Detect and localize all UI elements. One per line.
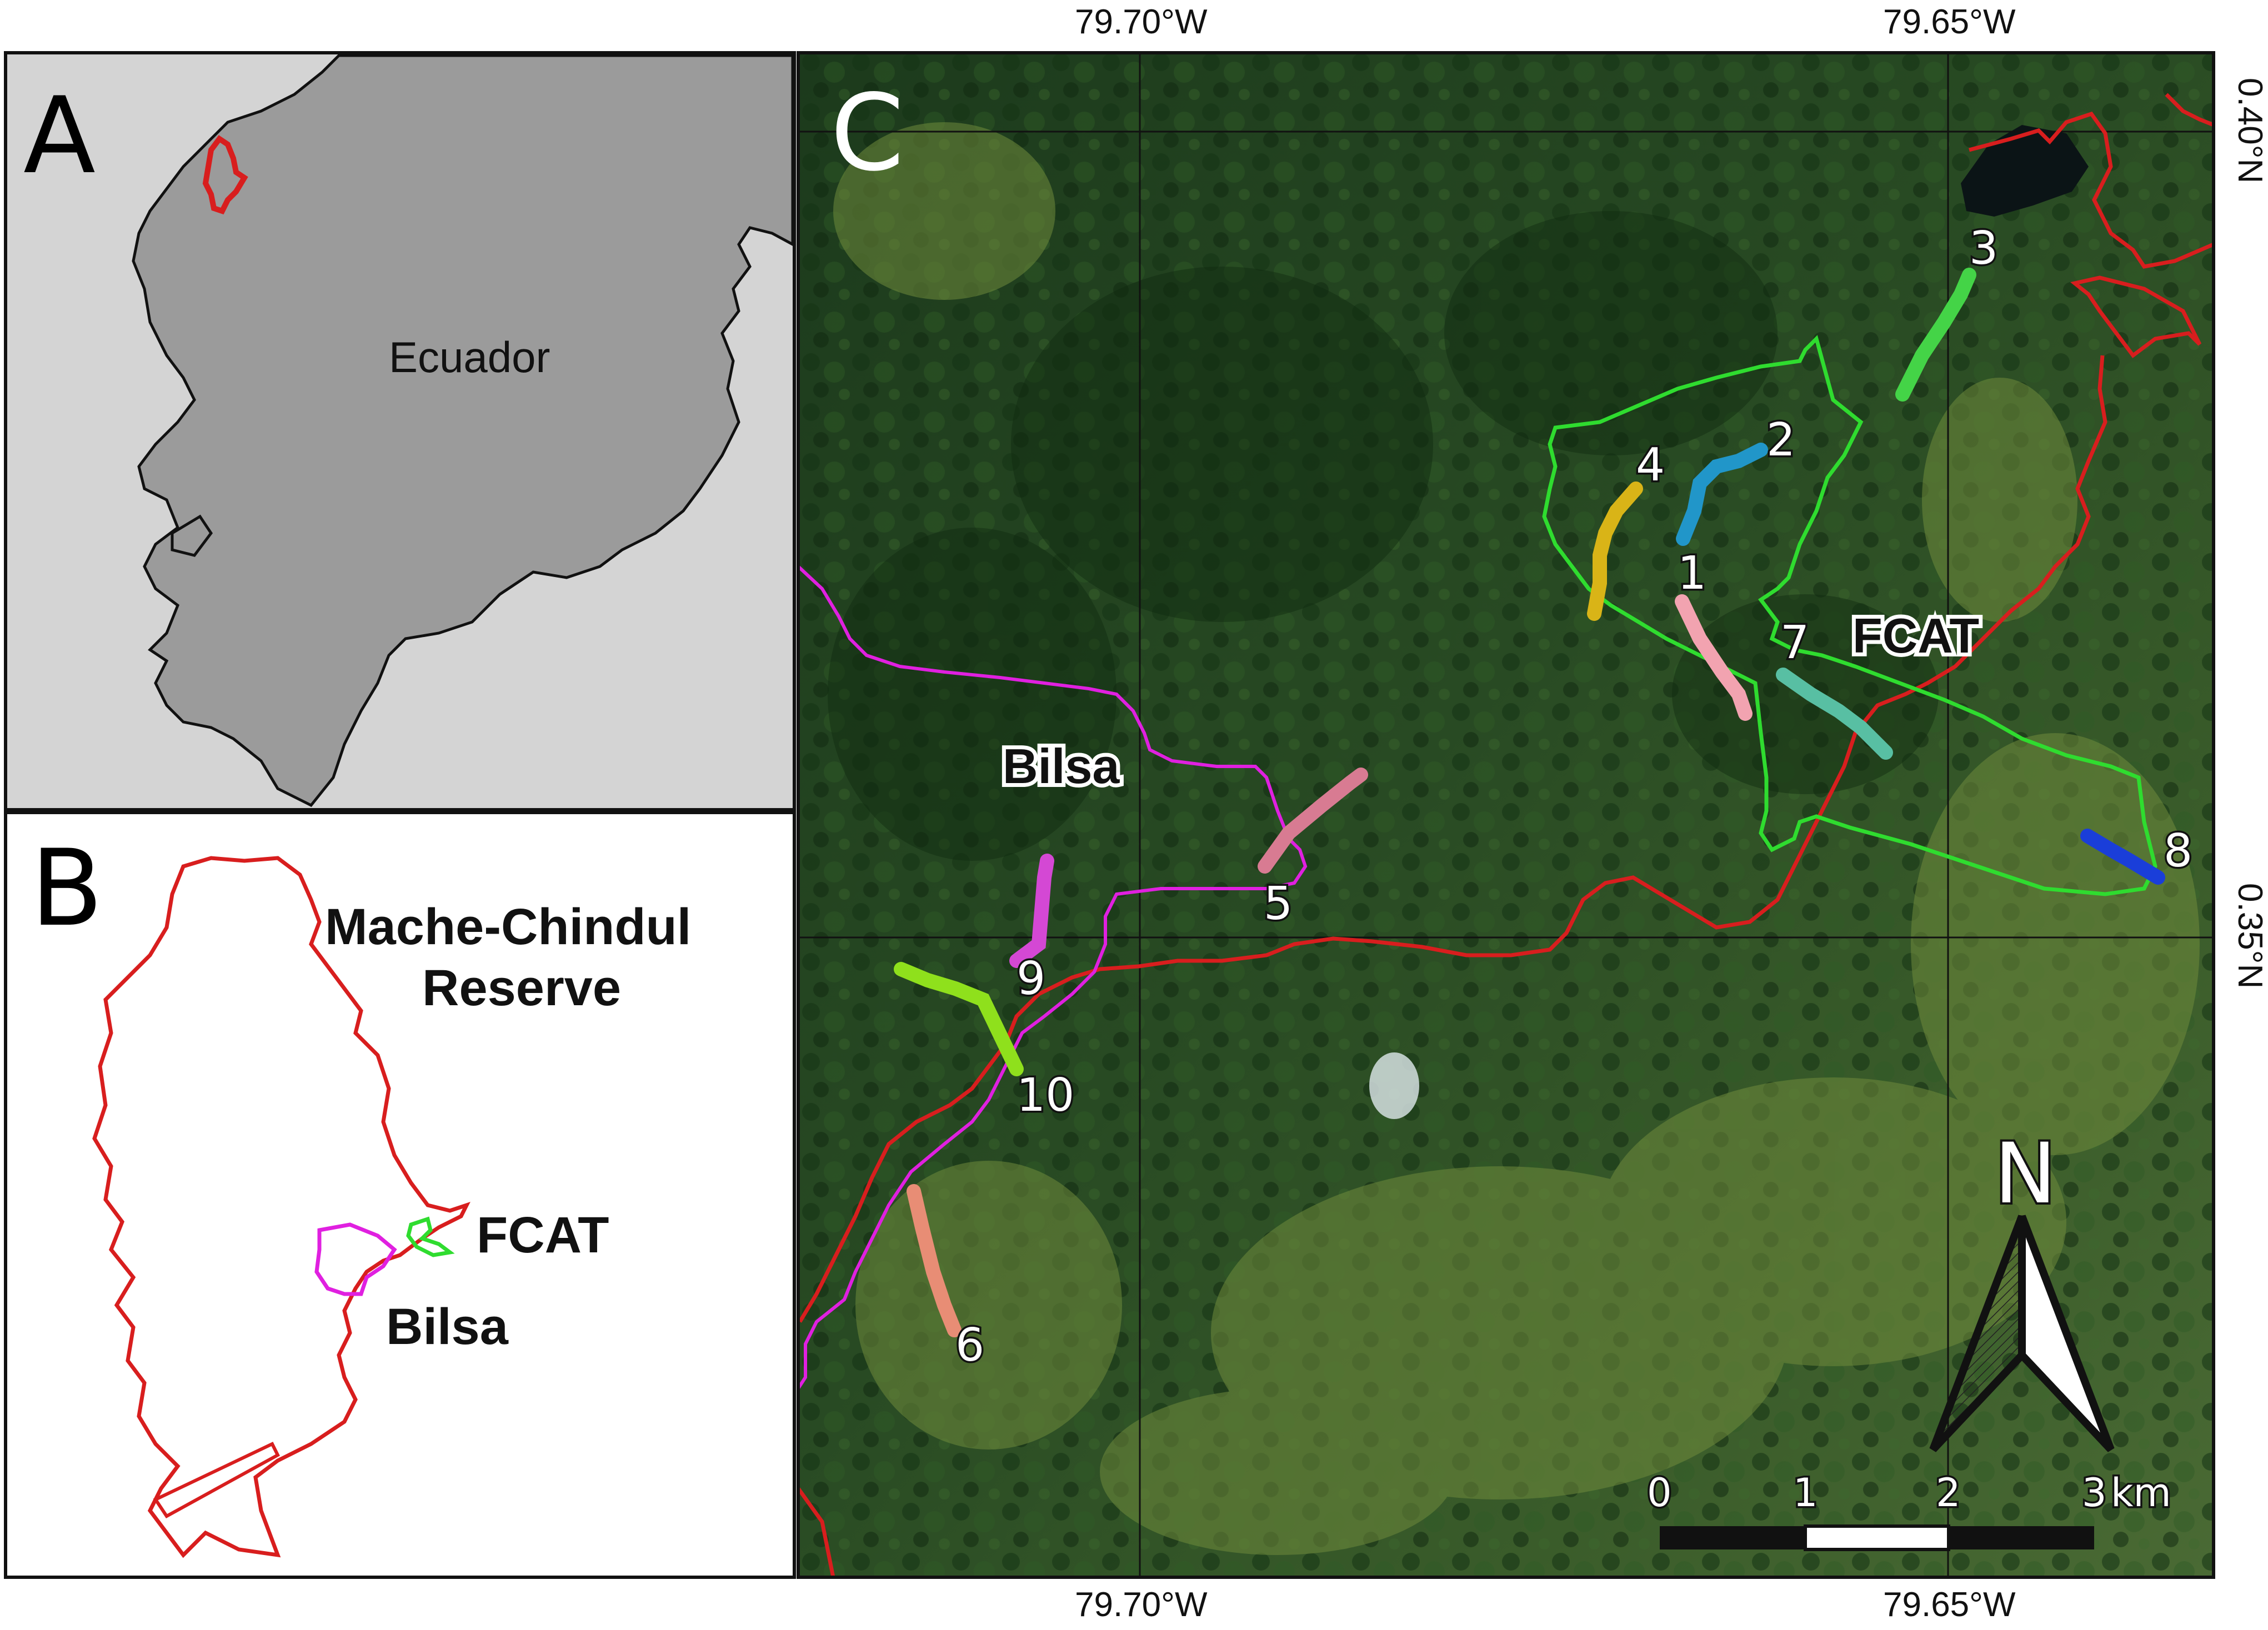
scale-tick-0: 0 <box>1647 1470 1672 1516</box>
ecuador-landmass <box>132 54 794 808</box>
reservoir <box>1961 125 2089 217</box>
transect-7 <box>1776 668 1893 760</box>
mache-chindul-locator <box>202 135 248 215</box>
north-arrow-label: N <box>1994 1126 2056 1222</box>
transect-label-10: 10 <box>1017 1069 1074 1122</box>
scale-tick-3: 3 <box>2082 1470 2107 1516</box>
bilsa-boundary-c <box>798 565 1308 1390</box>
panel-c-frame <box>797 51 2215 1579</box>
bilsa-boundary-b <box>314 1222 397 1296</box>
mache-chindul-strip <box>153 1442 280 1518</box>
gulf-island <box>171 514 213 557</box>
panel-c-letter: C <box>830 72 904 194</box>
cloud-patch <box>1369 1052 1419 1119</box>
top-lon-label-2: 79.65°W <box>1883 3 2016 41</box>
bilsa-label-c: Bilsa <box>1003 739 1120 794</box>
panel-c: 1 2 3 4 5 6 7 8 9 10 FCAT Bilsa C N 0 1 … <box>797 51 2215 1579</box>
panel-a-letter: A <box>23 74 96 197</box>
panel-b-letter: B <box>31 827 103 950</box>
transect-2 <box>1676 443 1768 546</box>
transect-label-8: 8 <box>2164 825 2192 877</box>
scale-segment-2 <box>1804 1524 1950 1551</box>
transect-8 <box>2080 829 2165 885</box>
scale-segment-1 <box>1660 1526 1805 1549</box>
scale-tick-1: 1 <box>1793 1470 1818 1516</box>
transect-label-4: 4 <box>1636 439 1665 491</box>
reserve-label-line2: Reserve <box>422 960 621 1016</box>
fcat-boundary-b <box>406 1216 455 1257</box>
top-lon-label-1: 79.70°W <box>1075 3 1208 41</box>
transect-label-5: 5 <box>1264 877 1293 930</box>
scale-tick-2: 2 <box>1936 1470 1961 1516</box>
bottom-lon-label-1: 79.70°W <box>1075 1586 1208 1624</box>
bottom-lon-label-2: 79.65°W <box>1883 1586 2016 1624</box>
transect-6 <box>907 1184 962 1337</box>
north-arrow-right-half <box>2018 1215 2115 1452</box>
panel-b-frame <box>4 811 796 1579</box>
coordinate-labels: 79.70°W 79.65°W 79.70°W 79.65°W 0.40°N 0… <box>1075 3 2268 1624</box>
scale-bar: 0 1 2 3 km <box>1645 1468 2173 1551</box>
north-arrow: N <box>1929 1124 2115 1452</box>
transect-label-6: 6 <box>955 1319 984 1372</box>
transect-label-1: 1 <box>1678 547 1706 600</box>
reserve-label-line1: Mache-Chindul <box>325 899 691 955</box>
transect-label-2: 2 <box>1766 414 1795 467</box>
fcat-boundary-c <box>1542 335 2157 896</box>
transect-label-7: 7 <box>1780 616 1809 669</box>
transect-1 <box>1675 594 1753 721</box>
transect-5 <box>1258 768 1368 874</box>
transect-10 <box>894 962 1024 1076</box>
fcat-label-b: FCAT <box>477 1207 609 1263</box>
lat-label-2: 0.35°N <box>2231 883 2268 989</box>
panel-b: B Mache-Chindul Reserve FCAT Bilsa <box>4 811 796 1579</box>
panel-a: A Ecuador <box>4 51 796 811</box>
transect-9 <box>1009 854 1054 968</box>
scale-segment-3 <box>1949 1526 2094 1549</box>
bilsa-label-b: Bilsa <box>386 1298 509 1355</box>
transect-label-3: 3 <box>1969 222 1998 275</box>
farmland-patches <box>833 122 2200 1555</box>
transect-4 <box>1587 482 1643 621</box>
fcat-label-c: FCAT <box>1853 608 1979 663</box>
ecuador-label: Ecuador <box>389 333 550 382</box>
mache-chindul-boundary <box>92 856 470 1558</box>
transect-label-9: 9 <box>1017 952 1045 1005</box>
transect-3 <box>1895 268 1976 402</box>
lat-label-1: 0.40°N <box>2231 78 2268 183</box>
transects <box>894 268 2165 1337</box>
scale-unit: km <box>2111 1470 2171 1516</box>
mache-chindul-boundary-c <box>798 93 2214 1577</box>
